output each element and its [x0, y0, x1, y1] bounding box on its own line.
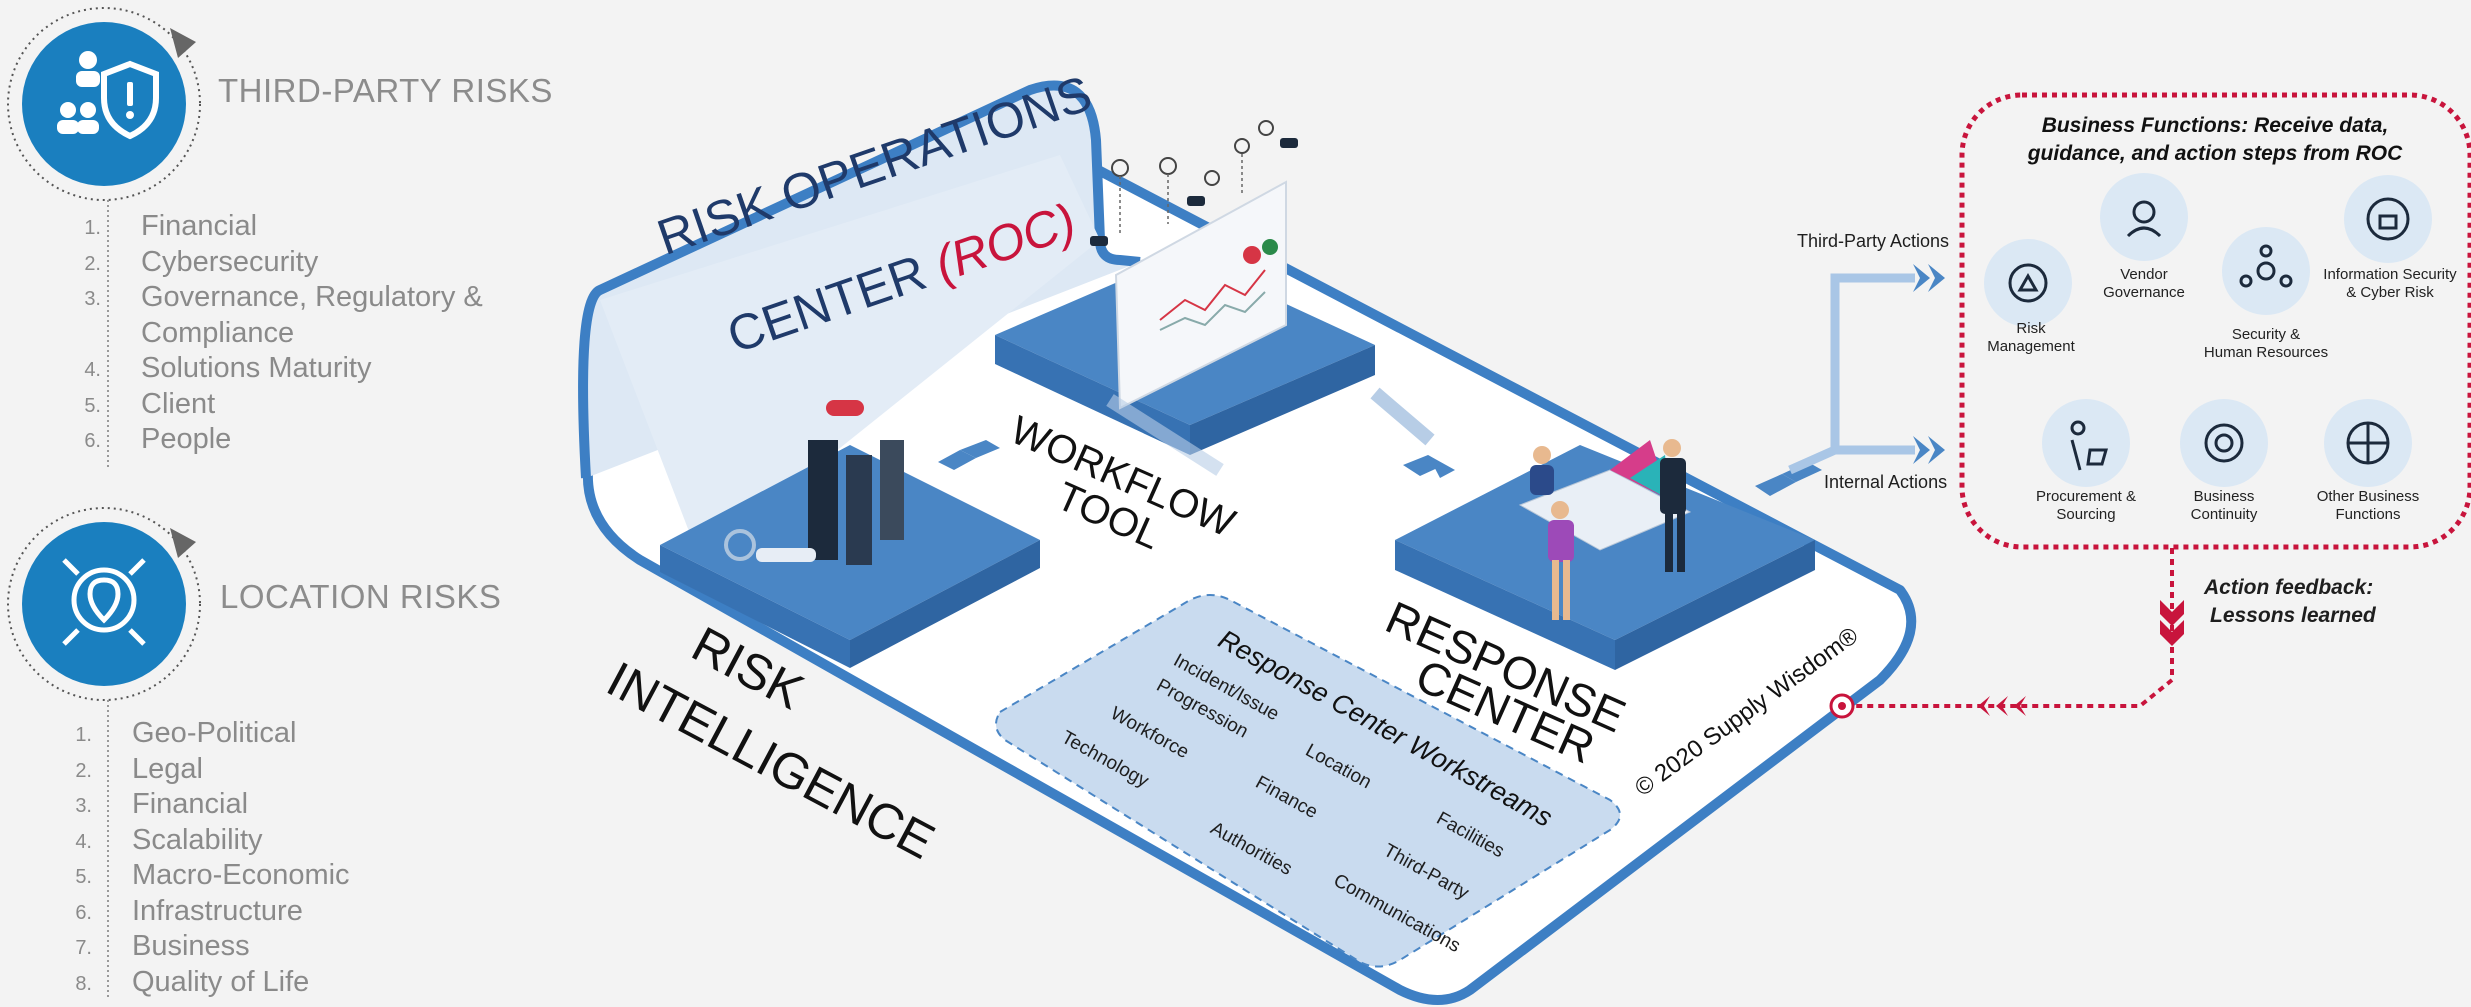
bf-infosec: Information Security& Cyber Risk — [2323, 266, 2457, 301]
internal-actions-label: Internal Actions — [1824, 472, 1948, 492]
vendor-governance-icon — [2100, 173, 2188, 261]
business-functions-box — [1959, 92, 2471, 550]
main-platform — [578, 80, 1917, 1005]
list-item: 3.Governance, Regulatory & — [84, 281, 483, 313]
location-title: LOCATION RISKS — [220, 578, 502, 615]
list-item: 2.Cybersecurity — [84, 245, 319, 278]
ring-arrow — [170, 28, 196, 58]
feedback-line1: Action feedback: — [2204, 576, 2374, 599]
workflow-platform — [995, 120, 1375, 455]
list-item: 7.Business — [75, 930, 250, 962]
third-party-ring — [7, 7, 201, 201]
feedback-line2: Lessons learned — [2210, 604, 2376, 627]
location-list: 1.Geo-Political 2.Legal 3.Financial 4.Sc… — [75, 716, 350, 1000]
list-item: 1.Financial — [84, 210, 258, 242]
location-gear-pin-icon — [62, 558, 146, 646]
list-item: 1.Geo-Political — [75, 717, 297, 749]
third-party-title: THIRD-PARTY RISKS — [218, 72, 553, 109]
list-item: 5.Client — [84, 387, 216, 420]
response-center-platform — [1395, 439, 1815, 670]
business-functions-title-line1: Business Functions: Receive data, — [2041, 114, 2389, 137]
list-item: 4.Scalability — [75, 823, 263, 856]
list-item: 3.Financial — [75, 788, 249, 820]
ring-arrow — [170, 528, 196, 558]
location-icon-circle — [22, 522, 186, 686]
third-party-actions-label: Third-Party Actions — [1797, 231, 1950, 251]
procurement-icon — [2042, 399, 2130, 487]
business-functions-title-line2: guidance, and action steps from ROC — [2027, 142, 2403, 165]
infosec-icon — [2344, 175, 2432, 263]
list-item: 6.Infrastructure — [75, 894, 303, 927]
feedback-path — [1829, 548, 2184, 719]
actions-connector — [1788, 264, 1945, 475]
flow-arrows — [938, 387, 1822, 496]
list-item: Compliance — [141, 316, 295, 349]
risk-management-icon — [1984, 239, 2072, 327]
bf-security-hr: Security &Human Resources — [2203, 326, 2329, 361]
third-party-list: 1.Financial 2.Cybersecurity 3.Governance… — [84, 209, 483, 458]
business-continuity-icon — [2180, 399, 2268, 487]
location-ring — [7, 507, 201, 701]
third-party-people-shield-icon — [57, 51, 159, 140]
list-item: 6.People — [84, 423, 232, 455]
security-hr-icon — [2222, 227, 2310, 315]
risk-intelligence-platform — [660, 400, 1040, 668]
list-item: 5.Macro-Economic — [75, 859, 350, 891]
list-item: 8.Quality of Life — [75, 965, 310, 998]
list-item: 2.Legal — [75, 752, 203, 785]
list-item: 4.Solutions Maturity — [84, 352, 372, 384]
bf-procurement: Procurement &Sourcing — [2035, 488, 2137, 523]
